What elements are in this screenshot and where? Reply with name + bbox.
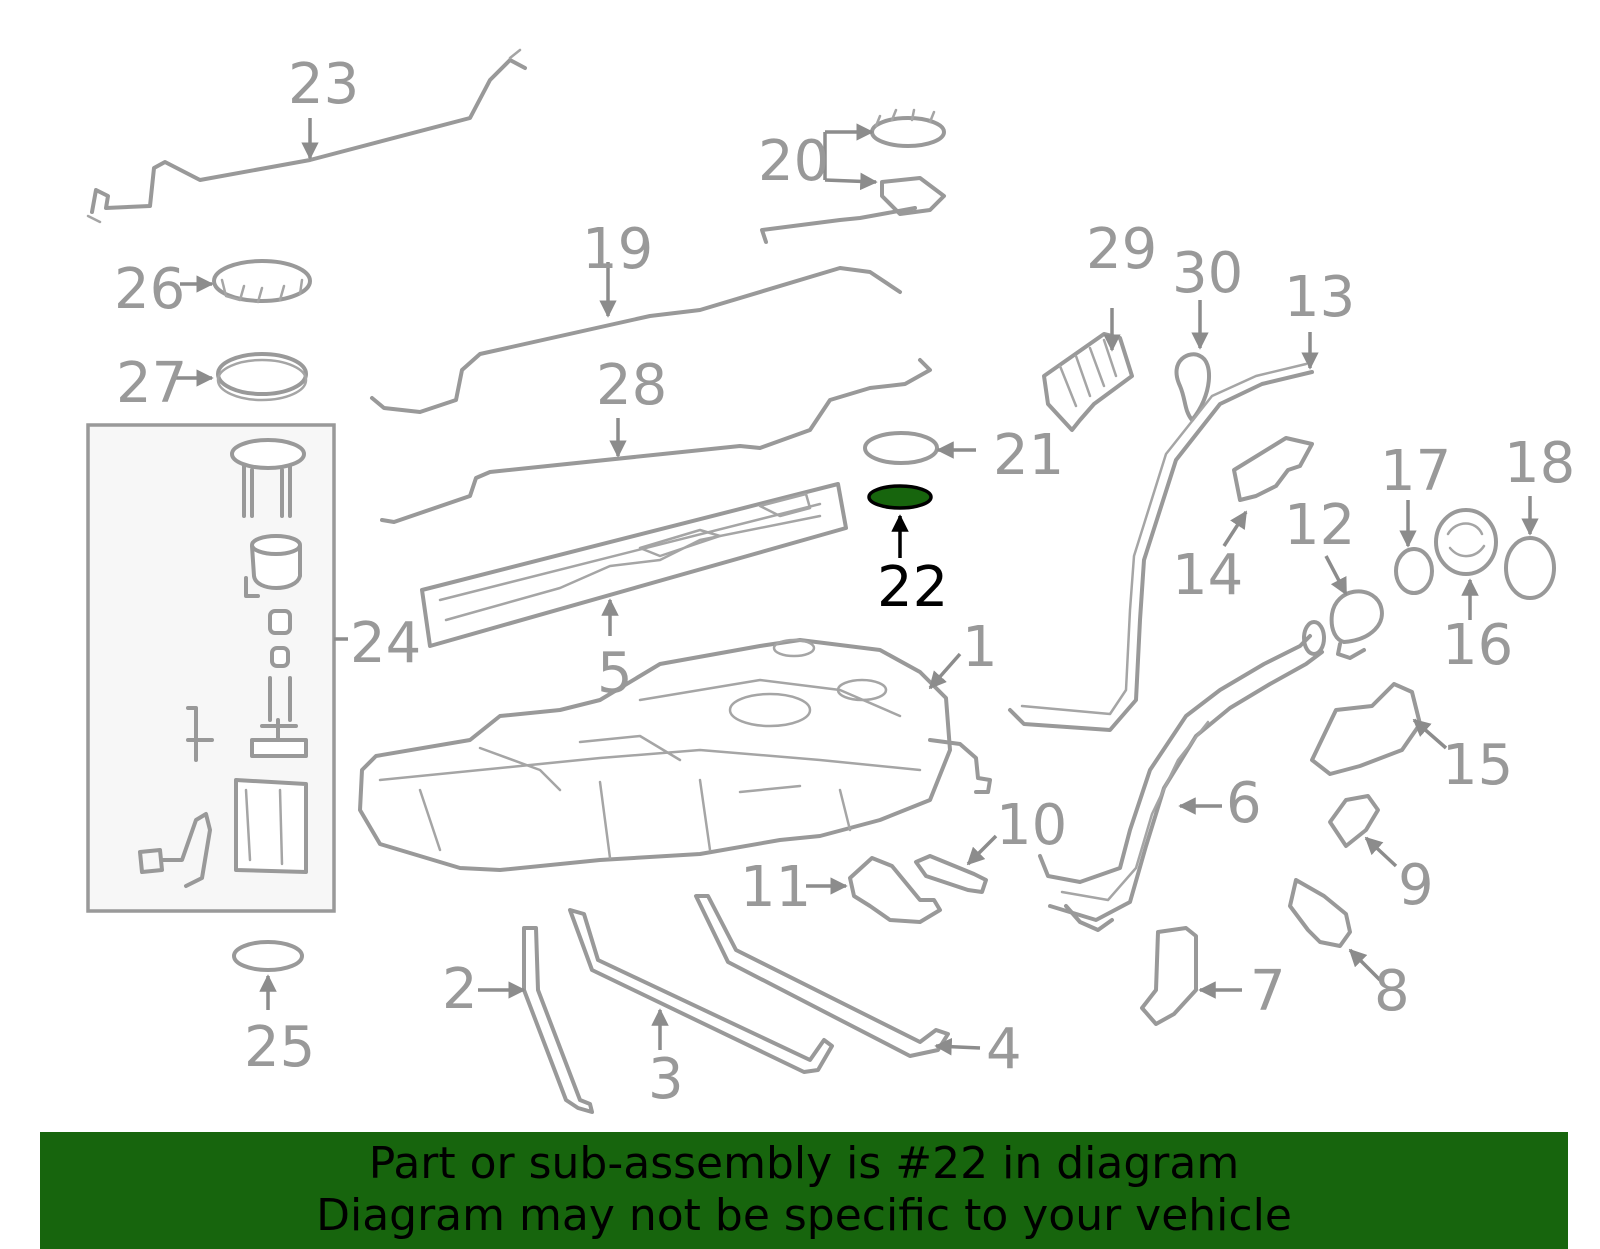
part-22-gasket-highlighted: [867, 484, 933, 558]
part-7-bracket: [1140, 926, 1242, 1026]
label-25: 25: [244, 1015, 315, 1080]
label-16: 16: [1442, 613, 1513, 678]
parts-diagram: 23 20 26 27 19 28 21 22 5 24 25 1 2 3 4 …: [86, 48, 1575, 1114]
part-26-lock-ring: [180, 259, 312, 304]
part-30-grommet: [1174, 300, 1212, 422]
part-8-bracket: [1288, 878, 1382, 982]
label-21: 21: [993, 423, 1064, 488]
label-6: 6: [1226, 771, 1262, 836]
part-1-fuel-tank: [358, 638, 992, 872]
part-4-strap: [694, 894, 981, 1058]
label-30: 30: [1172, 241, 1243, 306]
part-9-clip: [1328, 794, 1398, 868]
label-5: 5: [597, 641, 633, 706]
label-20: 20: [758, 129, 829, 194]
label-7: 7: [1250, 959, 1286, 1024]
part-6-filler-pipe: [1038, 620, 1326, 932]
part-10-valve: [914, 834, 998, 894]
label-3: 3: [648, 1047, 684, 1112]
label-29: 29: [1086, 217, 1157, 282]
part-27-gasket: [174, 352, 308, 402]
part-18-ring: [1504, 496, 1556, 600]
label-10: 10: [996, 793, 1067, 858]
part-3-strap: [568, 908, 834, 1074]
part-15-housing: [1310, 682, 1448, 776]
label-13: 13: [1284, 265, 1355, 330]
part-20-sender-assembly: [760, 108, 946, 244]
part-11-bracket: [806, 856, 942, 924]
label-27: 27: [116, 351, 187, 416]
part-17-o-ring: [1394, 500, 1434, 595]
part-19-fuel-tube: [370, 262, 902, 414]
part-2-strap: [478, 926, 594, 1114]
part-5-protector: [420, 482, 848, 648]
part-24-fuel-pump-module: [86, 423, 348, 913]
part-29-shield: [1042, 308, 1134, 432]
part-13-filler-tube: [1008, 332, 1319, 732]
part-labels: 23 20 26 27 19 28 21 22 5 24 25 1 2 3 4 …: [114, 52, 1575, 1112]
label-4: 4: [986, 1017, 1022, 1082]
label-11: 11: [740, 855, 811, 920]
part-21-gasket: [863, 431, 976, 465]
part-23-fuel-line: [86, 48, 527, 224]
info-banner: Part or sub-assembly is #22 in diagram D…: [40, 1132, 1568, 1249]
label-8: 8: [1374, 959, 1410, 1024]
label-1: 1: [962, 615, 998, 680]
label-19: 19: [582, 217, 653, 282]
label-22: 22: [877, 555, 948, 620]
banner-line-disclaimer: Diagram may not be specific to your vehi…: [316, 1190, 1292, 1241]
label-12: 12: [1284, 493, 1355, 558]
label-18: 18: [1504, 431, 1575, 496]
banner-line-part: Part or sub-assembly is #22 in diagram: [368, 1138, 1240, 1189]
label-9: 9: [1398, 853, 1434, 918]
part-14-protector: [1222, 436, 1314, 547]
label-14: 14: [1172, 543, 1243, 608]
label-15: 15: [1442, 733, 1513, 798]
label-24: 24: [350, 611, 421, 676]
part-25-seal: [232, 940, 304, 1010]
label-23: 23: [288, 52, 359, 117]
part-12-fuel-cap: [1324, 555, 1384, 660]
part-28-tube: [380, 358, 932, 524]
label-28: 28: [596, 353, 667, 418]
label-2: 2: [442, 957, 478, 1022]
part-16-fuel-door: [1434, 508, 1498, 620]
label-17: 17: [1380, 439, 1451, 504]
label-26: 26: [114, 257, 185, 322]
